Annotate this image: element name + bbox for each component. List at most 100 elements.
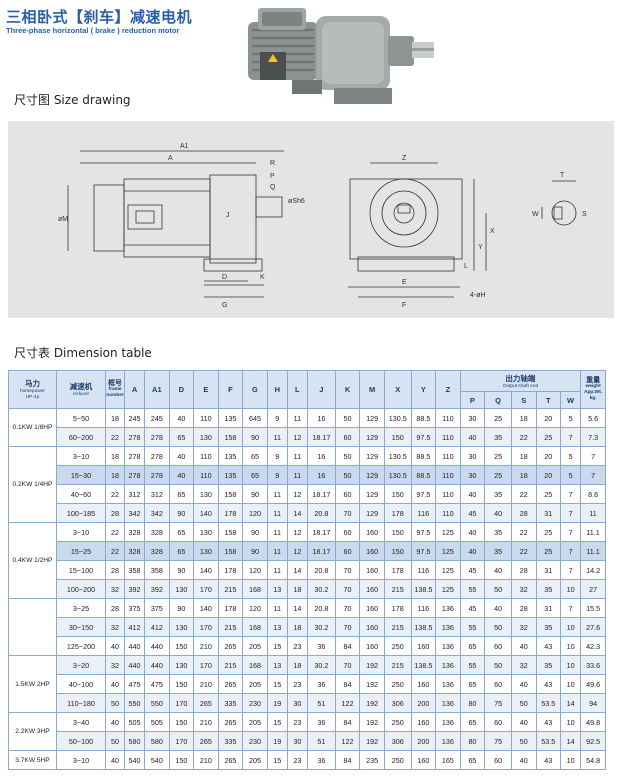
table-cell: 84 (334, 636, 361, 656)
table-cell: 7.3 (580, 427, 606, 447)
table-cell: 505 (123, 712, 146, 732)
table-cell: 7 (560, 503, 582, 523)
table-cell: 3~20 (55, 655, 107, 675)
table-cell: 170 (193, 655, 219, 675)
label-W: W (532, 211, 539, 218)
table-cell: 90 (168, 598, 195, 618)
table-cell: 130.5 (383, 465, 412, 485)
table-cell: 580 (123, 731, 146, 751)
table-cell: 200 (410, 731, 437, 751)
table-cell: 70 (334, 655, 361, 675)
table-cell: 65 (168, 522, 195, 542)
table-cell: 31 (535, 503, 562, 523)
table-cell: 11.1 (580, 541, 606, 561)
table-cell: 94 (580, 693, 606, 713)
table-cell: 25 (535, 484, 562, 504)
power-cell: 0.1KW 1/8HP (8, 408, 57, 447)
table-cell: 90 (242, 541, 268, 561)
table-cell: 40 (459, 427, 486, 447)
table-cell: 30.2 (306, 579, 336, 599)
table-cell: 328 (144, 522, 170, 542)
table-cell: 40 (105, 636, 125, 656)
table-cell: 32 (510, 655, 537, 675)
table-cell: 23 (286, 712, 308, 732)
table-cell: 30 (459, 465, 486, 485)
table-cell: 192 (359, 712, 385, 732)
table-cell: 205 (242, 674, 268, 694)
table-cell: 136 (435, 674, 461, 694)
table-cell: 100~185 (55, 503, 107, 523)
table-cell: 140 (193, 560, 219, 580)
table-cell: 18.17 (306, 427, 336, 447)
table-cell: 28 (510, 560, 537, 580)
technical-drawing-svg: A1 A P Q R øSh6 øM J D K G Z Y X E F 4-ø… (58, 143, 587, 309)
table-cell: 18 (510, 465, 537, 485)
table-cell: 18.17 (306, 541, 336, 561)
table-cell: 5.6 (580, 408, 606, 428)
table-cell: 130 (168, 579, 195, 599)
table-cell: 200 (410, 693, 437, 713)
table-cell: 40 (168, 465, 195, 485)
size-drawing: A1 A P Q R øSh6 øM J D K G Z Y X E F 4-ø… (8, 121, 614, 318)
table-cell: 22 (105, 484, 125, 504)
table-cell: 130 (168, 617, 195, 637)
table-cell: 40 (459, 484, 486, 504)
table-cell: 97.5 (410, 541, 437, 561)
table-cell: 278 (123, 427, 146, 447)
table-cell: 70 (334, 579, 361, 599)
table-cell: 70 (334, 503, 361, 523)
table-cell: 13 (266, 617, 288, 637)
table-cell: 25 (535, 541, 562, 561)
table-cell: 28 (510, 598, 537, 618)
table-cell: 50 (484, 617, 512, 637)
col-reducer: 减速机 reducer (55, 370, 107, 409)
table-cell: 65 (459, 750, 486, 770)
table-cell: 11 (266, 503, 288, 523)
table-cell: 138.5 (410, 617, 437, 637)
col-L: L (286, 370, 308, 409)
table-cell: 97.5 (410, 484, 437, 504)
table-cell: 7 (580, 446, 606, 466)
table-cell: 45 (459, 560, 486, 580)
table-cell: 342 (123, 503, 146, 523)
table-cell: 100~200 (55, 579, 107, 599)
power-cell (8, 598, 57, 656)
table-cell: 22 (105, 427, 125, 447)
table-cell: 265 (217, 674, 244, 694)
table-cell: 440 (123, 655, 146, 675)
table-cell: 40 (168, 408, 195, 428)
label-T: T (560, 172, 565, 179)
table-cell: 18 (105, 408, 125, 428)
table-cell: 15.5 (580, 598, 606, 618)
table-cell: 43 (535, 712, 562, 732)
table-cell: 15 (266, 674, 288, 694)
table-cell: 168 (242, 617, 268, 637)
table-cell: 160 (410, 636, 437, 656)
table-cell: 22 (105, 541, 125, 561)
table-cell: 358 (144, 560, 170, 580)
table-cell: 178 (217, 560, 244, 580)
table-cell: 235 (359, 750, 385, 770)
table-cell: 10 (560, 712, 582, 732)
table-cell: 28 (105, 598, 125, 618)
table-cell: 20.8 (306, 503, 336, 523)
table-cell: 28 (105, 560, 125, 580)
table-cell: 7 (560, 598, 582, 618)
table-cell: 170 (168, 731, 195, 751)
table-cell: 50 (334, 465, 361, 485)
table-cell: 3~10 (55, 522, 107, 542)
table-cell: 80 (459, 731, 486, 751)
table-cell: 265 (193, 731, 219, 751)
col-G: G (242, 370, 268, 409)
table-cell: 40~100 (55, 674, 107, 694)
page-title-en: Three-phase horizontal ( brake ) reducti… (6, 26, 180, 35)
table-cell: 550 (144, 693, 170, 713)
table-cell: 15 (266, 712, 288, 732)
table-cell: 328 (144, 541, 170, 561)
table-cell: 7 (560, 427, 582, 447)
table-cell: 160 (410, 712, 437, 732)
